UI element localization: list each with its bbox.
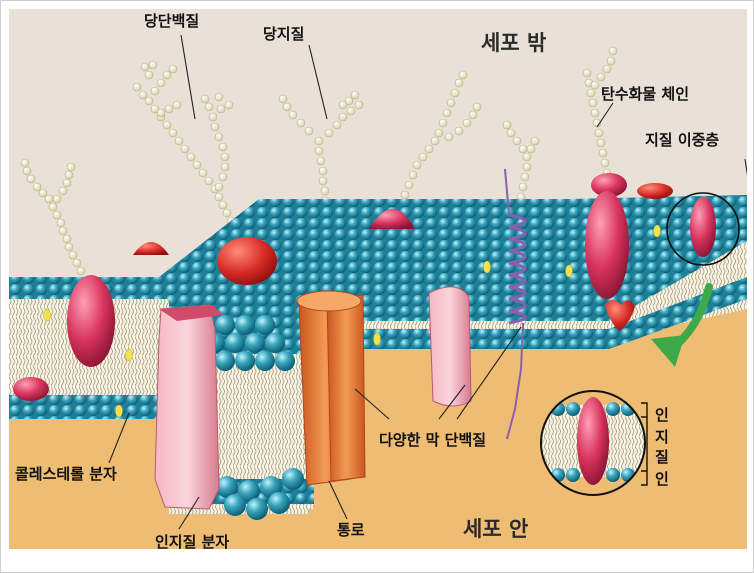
protein-circled (690, 197, 716, 257)
label-lipid-bilayer: 지질 이중층 (645, 133, 719, 148)
label-membrane-proteins: 다양한 막 단백질 (379, 433, 486, 448)
protein-red-right (637, 183, 673, 199)
protein-left (67, 275, 115, 367)
protein-left-small (13, 377, 49, 401)
label-carbohydrate-chain: 탄수화물 체인 (601, 87, 689, 102)
label-glycoprotein: 당단백질 (144, 14, 199, 29)
protein-right-tall (585, 191, 629, 299)
channel-protein (297, 291, 365, 485)
label-cholesterol: 콜레스테롤 분자 (15, 467, 117, 482)
label-phospholipid: 인지질 분자 (155, 535, 229, 550)
protein-pink-right (429, 287, 471, 406)
protein-red-center (217, 237, 277, 285)
label-inside-cell: 세포 안 (463, 519, 528, 540)
label-glycolipid: 당지질 (263, 27, 304, 42)
label-inset-bottom: 인 (655, 469, 669, 489)
label-inset-middle: 지질 (655, 427, 671, 467)
protein-pink-tall (155, 305, 219, 509)
label-channel: 통로 (337, 523, 365, 538)
label-inset-top: 인 (655, 405, 669, 425)
label-outside-cell: 세포 밖 (481, 33, 546, 54)
